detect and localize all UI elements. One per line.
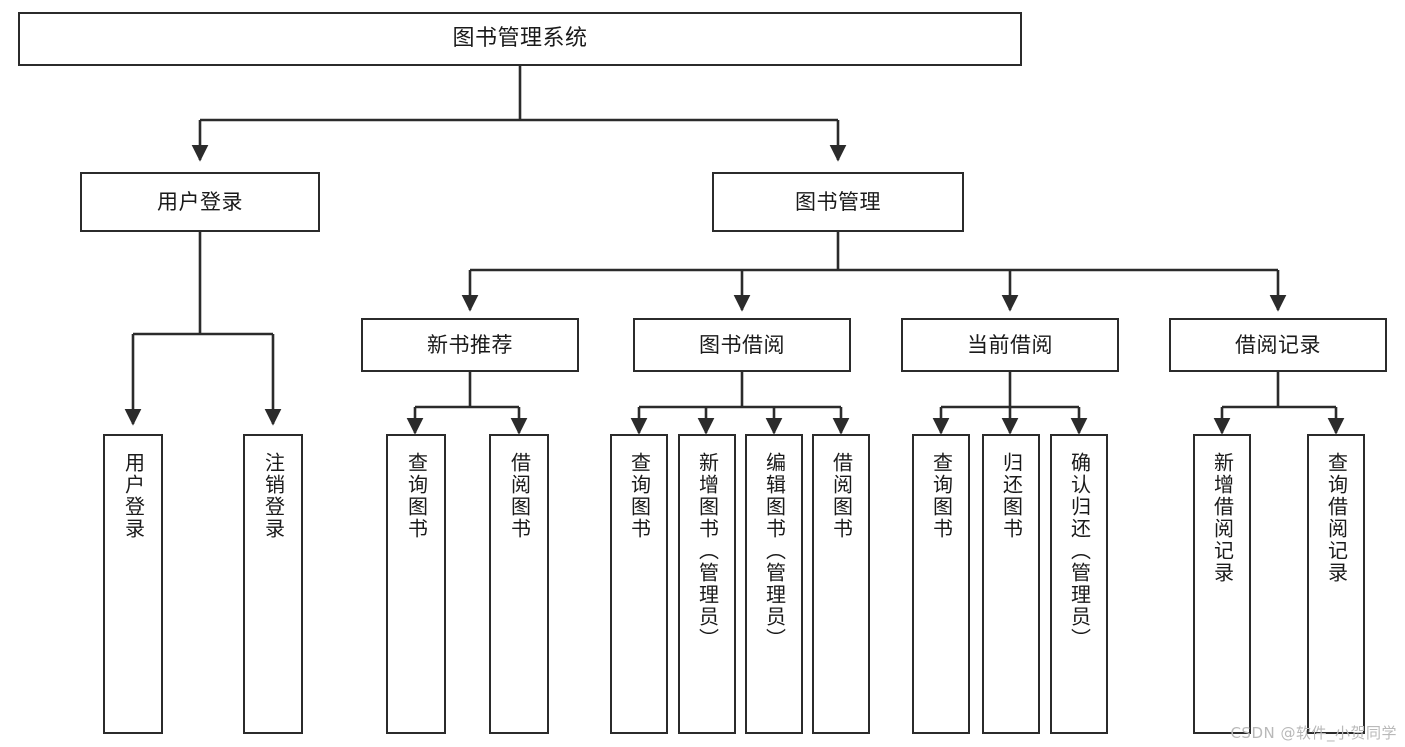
node-label: 归还图书 [999, 452, 1024, 540]
leaf-record-add-borrow-record[interactable]: 新增借阅记录 [1193, 434, 1251, 734]
node-label: 借阅图书 [829, 452, 854, 540]
leaf-borrow-edit-book-admin[interactable]: 编辑图书（管理员） [745, 434, 803, 734]
node-label: 用户登录 [157, 189, 243, 214]
leaf-borrow-borrow-book[interactable]: 借阅图书 [812, 434, 870, 734]
node-user-login[interactable]: 用户登录 [80, 172, 320, 232]
leaf-current-query-book[interactable]: 查询图书 [912, 434, 970, 734]
node-label: 新增借阅记录 [1210, 452, 1235, 584]
node-label: 当前借阅 [967, 332, 1053, 357]
node-book-borrow[interactable]: 图书借阅 [633, 318, 851, 372]
leaf-recommend-query-book[interactable]: 查询图书 [386, 434, 446, 734]
node-new-book-recommend[interactable]: 新书推荐 [361, 318, 579, 372]
node-label: 新增图书（管理员） [695, 452, 720, 650]
leaf-current-confirm-return-admin[interactable]: 确认归还（管理员） [1050, 434, 1108, 734]
node-label: 确认归还（管理员） [1067, 452, 1092, 650]
node-label: 查询图书 [404, 452, 429, 540]
node-label: 借阅图书 [507, 452, 532, 540]
node-label: 新书推荐 [427, 332, 513, 357]
leaf-borrow-add-book-admin[interactable]: 新增图书（管理员） [678, 434, 736, 734]
node-label: 编辑图书（管理员） [762, 452, 787, 650]
node-label: 借阅记录 [1235, 332, 1321, 357]
leaf-recommend-borrow-book[interactable]: 借阅图书 [489, 434, 549, 734]
node-label: 查询图书 [929, 452, 954, 540]
node-label: 图书管理 [795, 189, 881, 214]
node-label: 注销登录 [261, 452, 286, 540]
node-label: 用户登录 [121, 452, 146, 540]
node-label: 查询借阅记录 [1324, 452, 1349, 584]
node-book-management[interactable]: 图书管理 [712, 172, 964, 232]
node-root-book-management-system[interactable]: 图书管理系统 [18, 12, 1022, 66]
leaf-borrow-query-book[interactable]: 查询图书 [610, 434, 668, 734]
node-current-borrow[interactable]: 当前借阅 [901, 318, 1119, 372]
node-label: 图书借阅 [699, 332, 785, 357]
csdn-watermark: CSDN @软件_小贺同学 [1230, 724, 1397, 742]
node-borrow-record[interactable]: 借阅记录 [1169, 318, 1387, 372]
leaf-user-login[interactable]: 用户登录 [103, 434, 163, 734]
leaf-current-return-book[interactable]: 归还图书 [982, 434, 1040, 734]
node-label: 查询图书 [627, 452, 652, 540]
leaf-record-query-borrow-record[interactable]: 查询借阅记录 [1307, 434, 1365, 734]
node-label: 图书管理系统 [452, 26, 588, 52]
leaf-logout-login[interactable]: 注销登录 [243, 434, 303, 734]
